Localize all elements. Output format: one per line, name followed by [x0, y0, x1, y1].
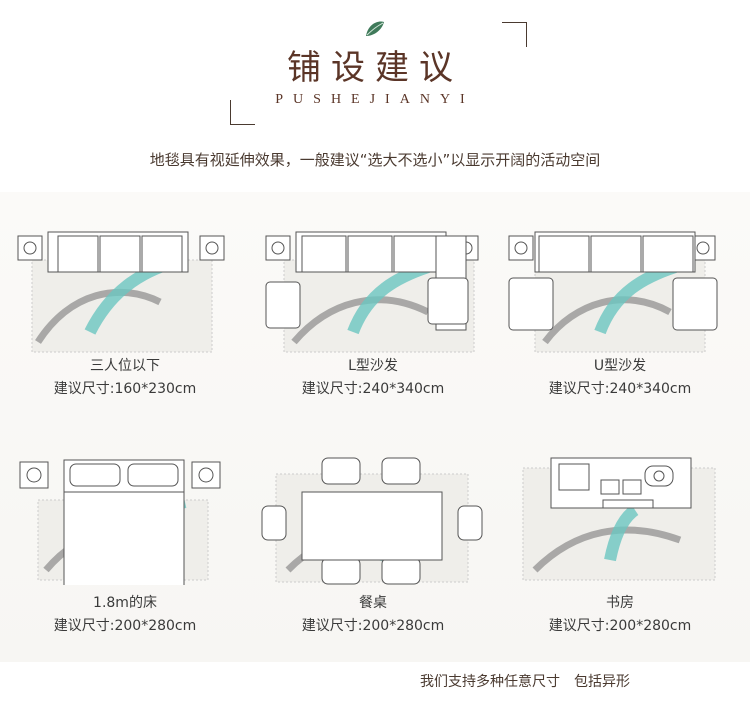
leaf-icon — [366, 21, 384, 36]
layout-name: 餐桌 — [359, 595, 387, 611]
layout-dining-table: 餐桌 建议尺寸:200*280cm — [258, 410, 488, 634]
three-seat-sofa-diagram — [17, 231, 225, 353]
layout-three-seat: 三人位以下 建议尺寸:160*230cm — [10, 222, 240, 432]
u-sofa-diagram — [508, 231, 718, 353]
header: 铺设建议 PUSHEJIANYI — [0, 0, 750, 140]
layout-name: 书房 — [606, 595, 634, 611]
layout-size: 建议尺寸:200*280cm — [548, 618, 692, 634]
layout-name: U型沙发 — [593, 358, 647, 374]
study-diagram — [522, 457, 716, 581]
subtitle: 地毯具有视延伸效果，一般建议“选大不选小”以显示开阔的活动空间 — [149, 151, 601, 169]
layout-size: 建议尺寸:160*230cm — [53, 381, 197, 397]
layout-u-sofa: U型沙发 建议尺寸:240*340cm — [505, 222, 735, 432]
corner-bracket-bottom-left — [230, 100, 255, 125]
layout-name: L型沙发 — [348, 358, 398, 374]
bed-diagram — [19, 459, 221, 585]
layout-size: 建议尺寸:240*340cm — [548, 381, 692, 397]
dining-table-diagram — [261, 457, 483, 585]
l-sofa-diagram — [265, 231, 479, 353]
layout-size: 建议尺寸:200*280cm — [301, 618, 445, 634]
layout-l-sofa: L型沙发 建议尺寸:240*340cm — [258, 222, 488, 432]
layout-size: 建议尺寸:200*280cm — [53, 618, 197, 634]
layout-name: 三人位以下 — [90, 358, 160, 374]
layout-bed: 1.8m的床 建议尺寸:200*280cm — [10, 410, 240, 634]
page-title-pinyin: PUSHEJIANYI — [275, 92, 475, 107]
corner-bracket-top-right — [502, 22, 527, 47]
footer-note: 我们支持多种任意尺寸 包括异形 — [420, 674, 630, 690]
layout-name: 1.8m的床 — [93, 595, 157, 611]
layout-study: 书房 建议尺寸:200*280cm — [505, 410, 735, 634]
layout-size: 建议尺寸:240*340cm — [301, 381, 445, 397]
page-title: 铺设建议 — [287, 48, 463, 88]
